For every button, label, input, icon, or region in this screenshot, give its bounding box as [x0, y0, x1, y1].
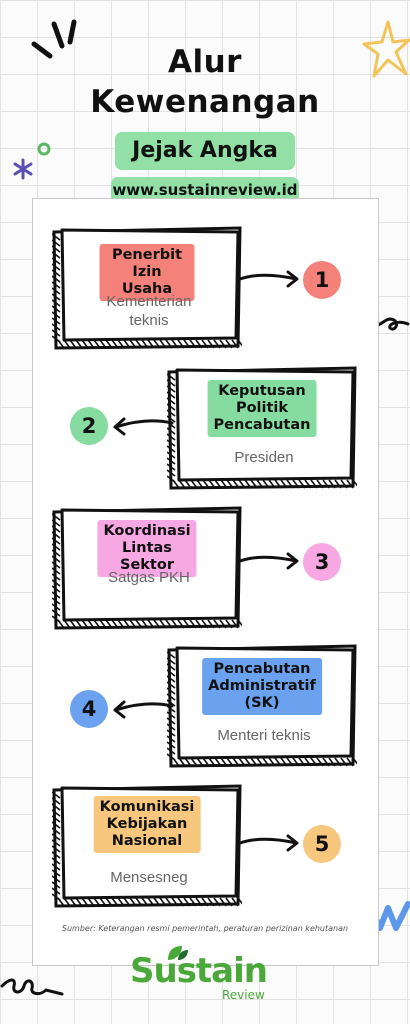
- step-actor-4: Menteri teknis: [217, 727, 311, 744]
- step-label-2: Keputusan Politik Pencabutan: [207, 380, 317, 437]
- logo-brand: Sustain: [130, 951, 268, 991]
- step-number-4: 4: [70, 690, 108, 728]
- asterisk-decoration: [13, 158, 33, 180]
- subtitle-pill: Jejak Angka: [115, 132, 295, 170]
- step-label-4: Pencabutan Administratif (SK): [202, 658, 322, 715]
- title-line-1: Alur: [168, 44, 242, 80]
- step-actor-2: Presiden: [234, 449, 294, 466]
- step-number-3: 3: [303, 543, 341, 581]
- burst-lines-decoration: [31, 19, 77, 59]
- logo-tagline: Review: [222, 988, 265, 1002]
- step-actor-5: Mensesneg: [110, 869, 188, 886]
- leaf-icon: [168, 946, 188, 960]
- step-card-4: Pencabutan Administratif (SK) Menteri tek…: [167, 644, 357, 768]
- sustain-logo: Sustain Review: [130, 946, 280, 1006]
- step-label-5: Komunikasi Kebijakan Nasional: [93, 796, 201, 853]
- small-circle-decoration: [37, 142, 51, 156]
- source-note: Sumber: Keterangan resmi pemerintah, per…: [61, 924, 349, 933]
- squiggle-decoration-right: [372, 317, 410, 331]
- step-label-3: Koordinasi Lintas Sektor: [97, 520, 197, 577]
- title-line-2: Kewenangan: [90, 84, 320, 120]
- squiggle-decoration-left: [0, 978, 64, 996]
- flow-arrow-3: [238, 552, 299, 570]
- step-number-5: 5: [303, 825, 341, 863]
- step-label-1: Penerbit Izin Usaha: [99, 244, 195, 301]
- step-actor-1: Kementerian teknis: [106, 293, 192, 329]
- step-actor-3: Satgas PKH: [108, 569, 190, 586]
- step-number-2: 2: [70, 407, 108, 445]
- flow-arrow-2: [113, 417, 174, 436]
- flow-arrow-5: [238, 834, 299, 852]
- flow-arrow-1: [238, 270, 299, 288]
- flow-arrow-4: [113, 700, 174, 719]
- star-outline-decoration: [362, 20, 410, 78]
- step-number-1: 1: [303, 261, 341, 299]
